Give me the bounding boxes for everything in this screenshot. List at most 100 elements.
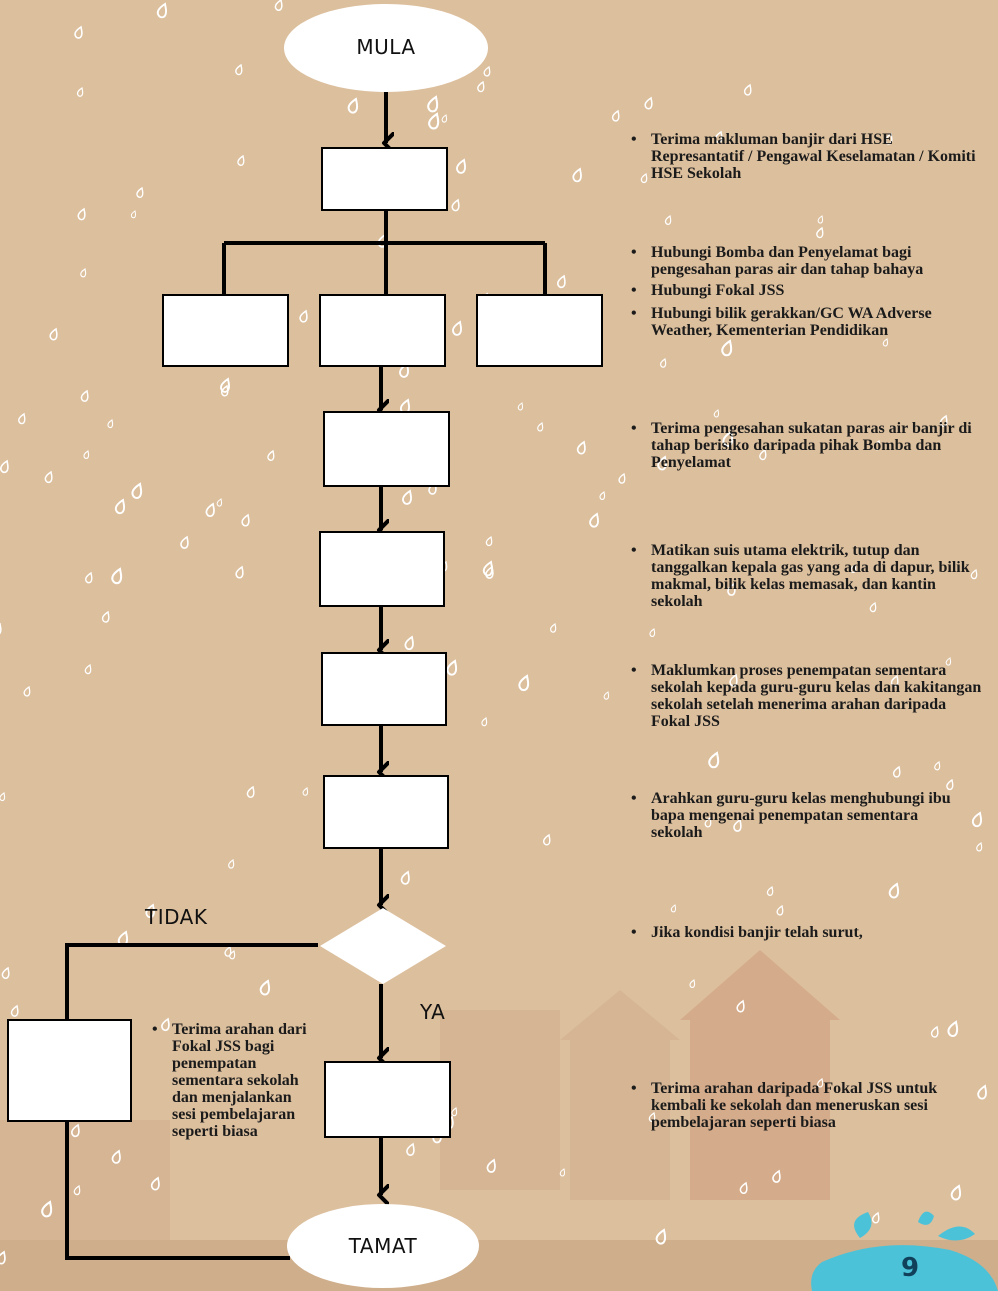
raindrop <box>74 25 83 39</box>
raindrop <box>537 422 544 432</box>
connectors <box>65 92 547 1260</box>
start-label: MULA <box>356 35 416 59</box>
raindrop <box>101 610 110 623</box>
note-step4: Matikan suis utama elektrik, tutup dan t… <box>627 542 985 610</box>
raindrop <box>241 513 250 527</box>
raindrop <box>603 691 610 700</box>
raindrop <box>428 481 437 495</box>
note-step2: Hubungi Bomba dan Penyelamat bagi penges… <box>627 244 989 339</box>
raindrop <box>481 717 488 727</box>
raindrop <box>235 565 244 579</box>
raindrop <box>743 83 752 96</box>
raindrop <box>111 567 123 585</box>
raindrop <box>441 114 448 123</box>
end-terminal <box>287 1204 479 1288</box>
raindrop <box>971 811 983 828</box>
raindrop <box>947 1020 959 1037</box>
note-step2b-text: Hubungi Fokal JSS <box>627 282 989 299</box>
raindrop <box>302 787 309 796</box>
process-box-step1 <box>321 147 448 211</box>
raindrop <box>246 785 255 798</box>
process-box-step6 <box>323 775 449 849</box>
raindrop <box>871 1211 880 1224</box>
raindrop <box>456 158 467 174</box>
raindrop <box>10 1004 19 1017</box>
raindrop <box>976 842 983 852</box>
raindrop <box>180 535 189 549</box>
raindrop <box>205 502 215 517</box>
note-no: Terima arahan dari Fokal JSS bagi penemp… <box>148 1021 318 1140</box>
raindrop <box>670 904 677 913</box>
process-box-step5 <box>321 652 447 726</box>
raindrop <box>235 63 243 76</box>
raindrop <box>400 870 410 885</box>
raindrop <box>888 882 900 899</box>
raindrop <box>930 1025 939 1038</box>
raindrop <box>71 1123 80 1138</box>
raindrop <box>44 470 53 484</box>
note-no-text: Terima arahan dari Fokal JSS bagi penemp… <box>148 1021 318 1140</box>
raindrop <box>689 979 696 989</box>
note-step1: Terima makluman banjir dari HSE Represan… <box>627 131 982 182</box>
raindrop <box>721 339 733 357</box>
raindrop <box>549 622 557 633</box>
page-number: 9 <box>900 1253 920 1283</box>
raindrop <box>817 215 824 224</box>
note-step3-text: Terima pengesahan sukatan paras air banj… <box>627 420 987 471</box>
raindrop <box>451 198 460 212</box>
process-box-step2c <box>476 294 603 367</box>
yes-branch-label: YA <box>420 1000 446 1024</box>
raindrop <box>220 377 231 393</box>
note-step3: Terima pengesahan sukatan paras air banj… <box>627 420 987 471</box>
raindrop <box>107 419 114 429</box>
raindrop <box>664 214 672 225</box>
raindrop <box>85 571 93 584</box>
raindrop <box>49 327 58 341</box>
raindrop <box>76 86 84 97</box>
raindrop <box>131 482 143 499</box>
start-terminal <box>284 4 488 92</box>
raindrop <box>517 402 524 411</box>
raindrop <box>77 207 86 221</box>
raindrop <box>644 96 653 110</box>
raindrop <box>145 903 155 919</box>
raindrop <box>451 1107 458 1117</box>
note-yes: Terima arahan daripada Fokal JSS untuk k… <box>627 1080 977 1131</box>
note-step5-text: Maklumkan proses penempatan sementara se… <box>627 662 989 730</box>
raindrop <box>80 268 87 278</box>
water-splash-icon <box>811 1211 998 1291</box>
raindrop <box>477 80 485 93</box>
raindrop <box>347 97 359 114</box>
raindrop <box>274 0 283 12</box>
process-box-step4 <box>319 531 445 607</box>
raindrop <box>542 833 551 846</box>
raindrop <box>452 320 463 336</box>
decision-diamond <box>320 908 446 984</box>
raindrop <box>156 2 168 19</box>
raindrop <box>649 628 656 638</box>
raindrop <box>708 751 720 769</box>
raindrop <box>80 389 89 402</box>
raindrop <box>427 95 439 113</box>
note-step6-text: Arahkan guru-guru kelas menghubungi ibu … <box>627 790 969 841</box>
raindrop <box>228 858 235 869</box>
raindrop <box>589 512 600 528</box>
raindrop <box>399 362 410 378</box>
process-box-no <box>7 1019 132 1122</box>
raindrop <box>136 186 144 198</box>
raindrop <box>114 498 126 515</box>
raindrop <box>0 792 6 802</box>
raindrop <box>446 659 458 676</box>
raindrop <box>237 154 245 166</box>
raindrop <box>485 535 493 547</box>
no-branch-label: TIDAK <box>145 905 208 929</box>
process-box-step2b <box>319 294 446 367</box>
raindrop <box>572 167 582 183</box>
raindrop <box>18 412 26 425</box>
raindrop <box>41 1200 53 1218</box>
raindrop <box>736 999 745 1013</box>
raindrop <box>428 112 440 130</box>
note-step5: Maklumkan proses penempatan sementara se… <box>627 662 989 730</box>
raindrop <box>557 274 566 289</box>
